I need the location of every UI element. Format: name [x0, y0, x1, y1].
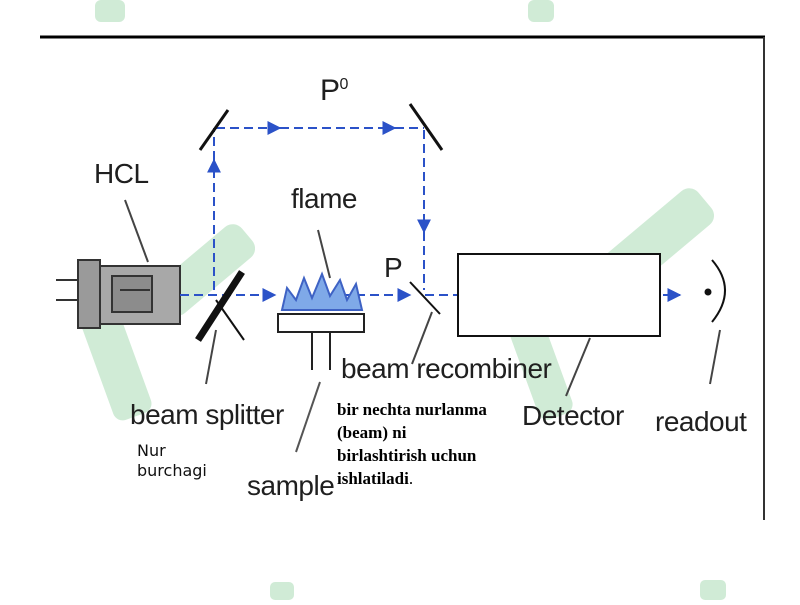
sample-label: sample	[247, 470, 335, 501]
detector-label: Detector	[522, 400, 624, 431]
splitter-note-line-2: burchagi	[137, 461, 207, 480]
recombiner-note-line-4-text: ishlatiladi	[337, 469, 409, 488]
sample-pointer	[295, 381, 321, 453]
splitter-note: Nur burchagi	[137, 441, 207, 481]
p0-label-main: P	[320, 74, 340, 107]
p0-label-superscript: 0	[339, 76, 349, 93]
recombiner-note-line-3: birlashtirish uchun	[337, 446, 477, 465]
beam-splitter	[195, 270, 245, 342]
p0-label: P0	[320, 74, 348, 108]
hcl-label: HCL	[94, 158, 149, 189]
readout	[704, 259, 726, 323]
readout-pointer	[709, 329, 721, 385]
detector-box	[457, 253, 661, 337]
beam-recombiner	[409, 281, 441, 315]
flame	[280, 271, 364, 311]
recombiner-note: bir nechta nurlanma (beam) ni birlashtir…	[337, 398, 487, 490]
recombiner-note-line-2: (beam) ni	[337, 423, 407, 442]
recombiner-note-period: .	[408, 469, 414, 488]
beam-recombiner-label: beam recombiner	[341, 353, 552, 384]
hcl-pointer	[124, 199, 149, 263]
splitter-note-line-1: Nur	[137, 441, 166, 460]
detector-pointer	[565, 337, 591, 397]
hcl-lamp	[56, 259, 181, 329]
recombiner-note-line-1: bir nechta nurlanma	[337, 400, 487, 419]
mirror-top-right	[408, 103, 444, 151]
mirror-top-left	[198, 109, 230, 151]
recombiner-pointer	[411, 311, 433, 365]
burner	[277, 313, 365, 370]
readout-label: readout	[655, 406, 747, 437]
flame-label: flame	[291, 183, 357, 214]
splitter-pointer	[205, 329, 217, 385]
recombiner-note-line-4: ishlatiladi.	[337, 467, 487, 490]
beam-splitter-label: beam splitter	[130, 399, 284, 430]
p-label: P	[384, 252, 403, 283]
flame-pointer	[317, 229, 331, 279]
